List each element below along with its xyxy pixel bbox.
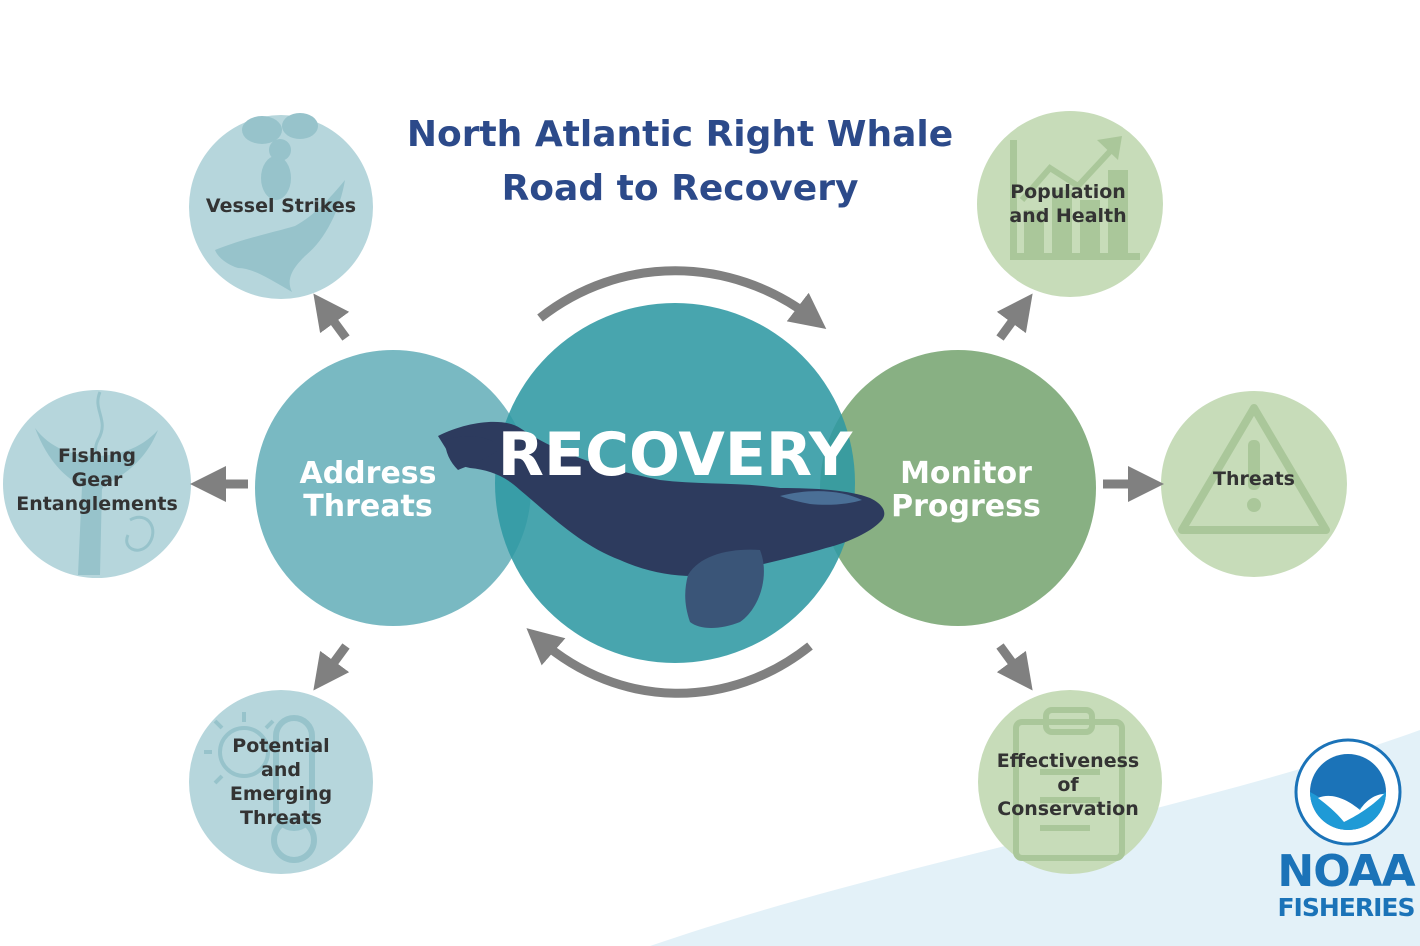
- background-wave: [650, 730, 1420, 946]
- propeller-icon: [242, 113, 318, 200]
- fishing-gear-line-3: Entanglements: [16, 493, 178, 515]
- fishing-gear-line-2: Gear: [71, 469, 123, 491]
- arrow-to-population: [996, 293, 1033, 341]
- emerging-line-3: Emerging: [229, 783, 333, 805]
- address-label-line-1: Address: [299, 456, 437, 491]
- noaa-wordmark: NOAA: [1277, 846, 1415, 897]
- effectiveness-line-3: Conservation: [997, 798, 1139, 820]
- address-threats-label: Address Threats: [258, 455, 478, 525]
- emerging-threats-node: [189, 690, 373, 874]
- effectiveness-line-1: Effectiveness: [996, 750, 1140, 772]
- fishing-gear-line-1: Fishing: [58, 445, 136, 467]
- address-label-line-2: Threats: [303, 489, 433, 524]
- arrow-to-effectiveness: [996, 643, 1033, 691]
- monitor-progress-label: Monitor Progress: [856, 455, 1076, 525]
- cycle-arrow-top: [537, 266, 827, 329]
- population-line-2: and Health: [1009, 205, 1127, 227]
- arrow-to-emerging-threats: [313, 643, 350, 691]
- threats-label: Threats: [1169, 466, 1339, 492]
- emerging-line-4: Threats: [240, 807, 322, 829]
- vessel-strikes-line-1: Vessel Strikes: [205, 195, 357, 217]
- whale-tail-icon: [35, 428, 158, 575]
- exclamation-dot: [1247, 498, 1261, 512]
- arrow-to-vessel-strikes: [313, 293, 350, 341]
- thermometer-icon: [271, 715, 317, 863]
- effectiveness-label: Effectiveness of Conservation: [983, 747, 1153, 823]
- population-health-label: Population and Health: [983, 178, 1153, 230]
- fishing-gear-node: [3, 390, 191, 578]
- clipboard-icon: [1013, 707, 1125, 861]
- sun-icon: [204, 712, 275, 785]
- diagram-title: North Atlantic Right Whale Road to Recov…: [330, 108, 1030, 216]
- vessel-strikes-node: [189, 113, 373, 299]
- noaa-seal-logo: [1294, 738, 1402, 846]
- effectiveness-node: [978, 690, 1162, 874]
- trend-line-icon: [1019, 143, 1118, 202]
- population-health-node: [977, 111, 1163, 297]
- fisheries-wordmark: FISHERIES: [1277, 893, 1415, 922]
- cycle-arrow-bottom: [526, 628, 813, 698]
- monitor-label-line-1: Monitor: [900, 456, 1032, 491]
- monitor-progress-circle: [820, 350, 1096, 626]
- emerging-line-2: and: [261, 759, 301, 781]
- whale-tail-icon: [215, 180, 345, 292]
- address-threats-circle: [255, 350, 531, 626]
- right-whale-illustration: [438, 421, 885, 628]
- recovery-label: RECOVERY: [497, 420, 853, 490]
- emerging-line-1: Potential: [232, 735, 330, 757]
- population-line-1: Population: [1010, 181, 1126, 203]
- title-line-2: Road to Recovery: [501, 168, 859, 209]
- warning-triangle-icon: [1178, 404, 1330, 534]
- effectiveness-line-2: of: [1057, 774, 1079, 796]
- vessel-strikes-label: Vessel Strikes: [196, 193, 366, 219]
- growth-chart-icon: [1010, 140, 1140, 260]
- fishing-line-icon: [94, 391, 155, 552]
- fishing-gear-label: Fishing Gear Entanglements: [12, 442, 182, 518]
- threats-node: [1161, 391, 1347, 577]
- noaa-fisheries-wordmark: NOAA FISHERIES: [1276, 850, 1416, 922]
- emerging-threats-label: Potential and Emerging Threats: [196, 733, 366, 831]
- threats-line-1: Threats: [1213, 468, 1295, 490]
- monitor-label-line-2: Progress: [891, 489, 1041, 524]
- exclamation-bar: [1248, 440, 1260, 490]
- title-line-1: North Atlantic Right Whale: [406, 114, 954, 155]
- trend-arrow-icon: [1097, 136, 1122, 160]
